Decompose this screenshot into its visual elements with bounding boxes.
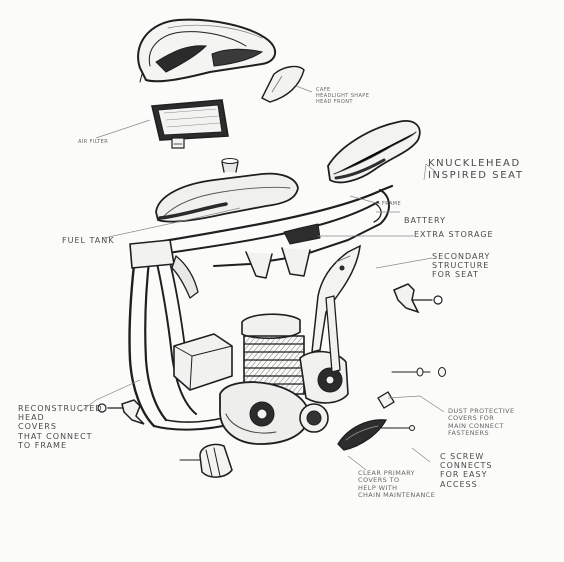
secondary-structure-label: secondary structure for seat xyxy=(432,252,491,280)
reconstructed-head-label: reconstructed head covers that connect t… xyxy=(18,404,103,450)
wing-bolt-right xyxy=(393,283,443,314)
fasteners xyxy=(377,367,446,431)
leader-lines xyxy=(79,85,445,471)
extra-storage-label: extra storage xyxy=(414,230,494,239)
engine xyxy=(173,295,349,445)
wing-bolt-left xyxy=(97,399,145,425)
fuel-tank xyxy=(155,158,299,223)
headlight-visor xyxy=(137,18,277,83)
clear-primary-label: clear primary covers to help with chain … xyxy=(358,469,436,500)
seat xyxy=(327,120,421,184)
head-cover-cap xyxy=(179,443,233,478)
frame xyxy=(128,184,394,431)
knucklehead-seat-label: knucklehead inspired seat xyxy=(428,158,524,181)
screw-connects-label: c screw connects for easy access xyxy=(440,452,493,489)
visor-note-label: cafe headlight shape head front xyxy=(316,87,370,105)
dust-protective-label: dust protective covers for main connect … xyxy=(448,407,515,438)
air-filter-label: air filter xyxy=(78,139,109,145)
battery-label: battery xyxy=(404,216,446,225)
air-filter xyxy=(151,99,229,149)
visor-lens-piece xyxy=(261,65,305,103)
seat-secondary-structure xyxy=(311,244,361,353)
fuel-tank-label: fuel tank xyxy=(62,236,115,245)
primary-cover-clear xyxy=(337,419,388,451)
frame-label: frame xyxy=(382,201,402,207)
